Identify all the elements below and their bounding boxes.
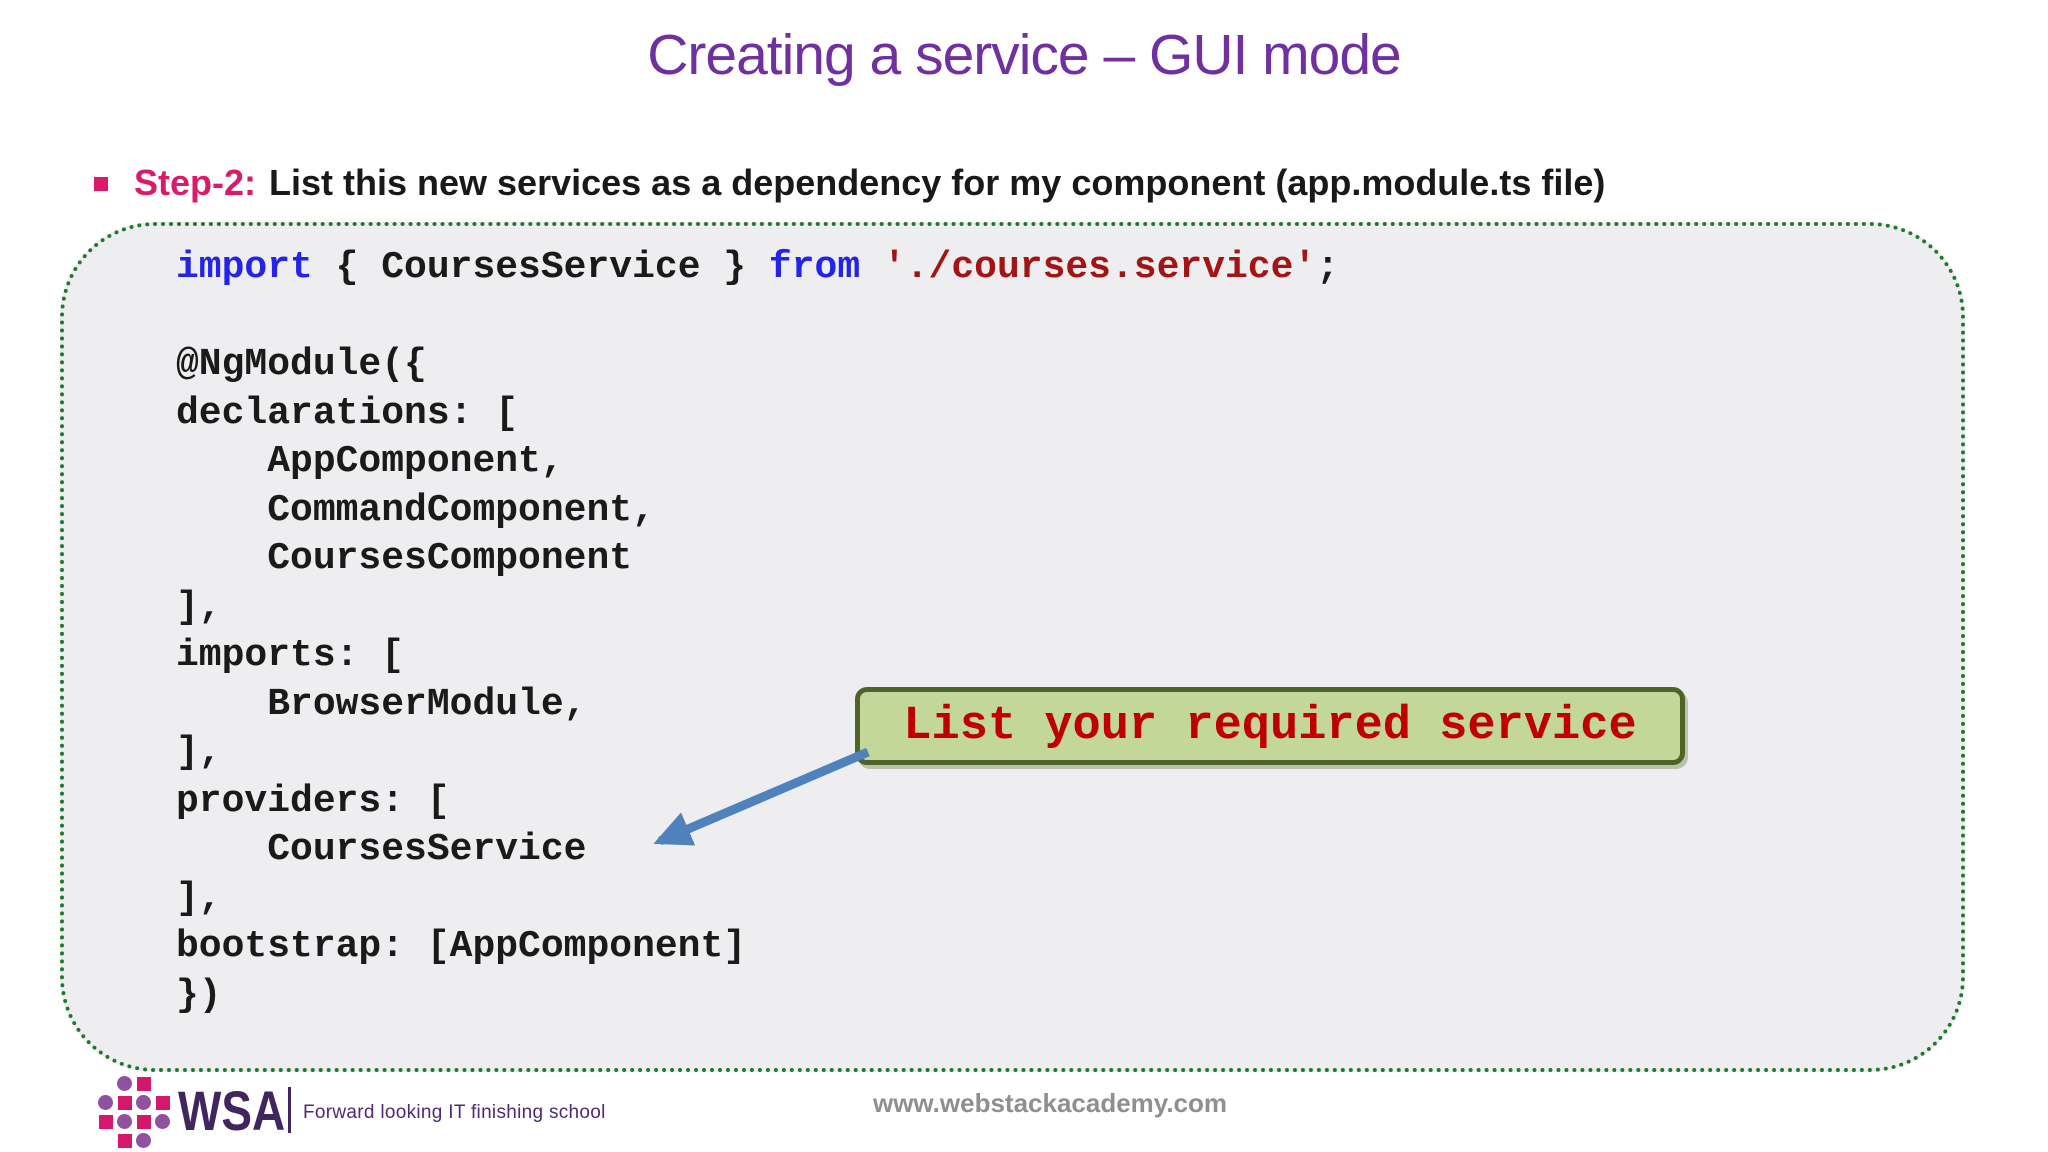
logo-square-dot [136, 1076, 151, 1091]
code-block: import { CoursesService } from './course… [176, 244, 1339, 1020]
wsa-logo-icon [96, 1074, 172, 1150]
logo-circle-dot [117, 1076, 132, 1091]
code-line: ], [176, 731, 222, 774]
step-text: List this new services as a dependency f… [269, 162, 1606, 203]
wsa-wordmark: WSA [178, 1079, 286, 1142]
logo-square-dot [98, 1114, 113, 1129]
logo-tagline: Forward looking IT finishing school [303, 1102, 606, 1123]
code-line: declarations: [ [176, 391, 519, 435]
code-line: imports: [ [176, 634, 405, 677]
code-line: CoursesComponent [176, 537, 633, 580]
footer-url: www.webstackacademy.com [872, 1088, 1228, 1118]
step-line: Step-2: List this new services as a depe… [94, 162, 1605, 204]
code-line [176, 293, 1339, 342]
logo-square-dot [117, 1133, 132, 1148]
logo-separator [288, 1087, 291, 1133]
logo-circle-dot [136, 1095, 151, 1110]
logo-circle-dot [155, 1114, 170, 1129]
code-line: bootstrap: [AppComponent] [176, 925, 747, 968]
code-line: BrowserModule, [176, 682, 587, 726]
logo-square-dot [155, 1095, 170, 1110]
step-label: Step-2: [134, 162, 257, 203]
logo-circle-dot [136, 1133, 151, 1148]
code-line: ], [176, 876, 222, 920]
code-panel: import { CoursesService } from './course… [60, 222, 1965, 1072]
code-line: CoursesService [176, 828, 587, 871]
code-line: import { CoursesService } from './course… [176, 246, 1340, 289]
page-title: Creating a service – GUI mode [647, 23, 1402, 87]
callout-text: List your required service [903, 699, 1637, 753]
code-line: AppComponent, [176, 440, 564, 483]
bullet-icon [94, 177, 108, 191]
logo-circle-dot [117, 1114, 132, 1129]
logo-circle-dot [98, 1095, 113, 1110]
callout-box: List your required service [855, 687, 1685, 765]
code-line: providers: [ [176, 779, 450, 823]
code-line: CommandComponent, [176, 488, 655, 532]
logo-square-dot [117, 1095, 132, 1110]
code-line: }) [176, 973, 222, 1017]
code-line: @NgModule({ [176, 343, 427, 386]
logo-square-dot [136, 1114, 151, 1129]
code-line: ], [176, 585, 222, 629]
